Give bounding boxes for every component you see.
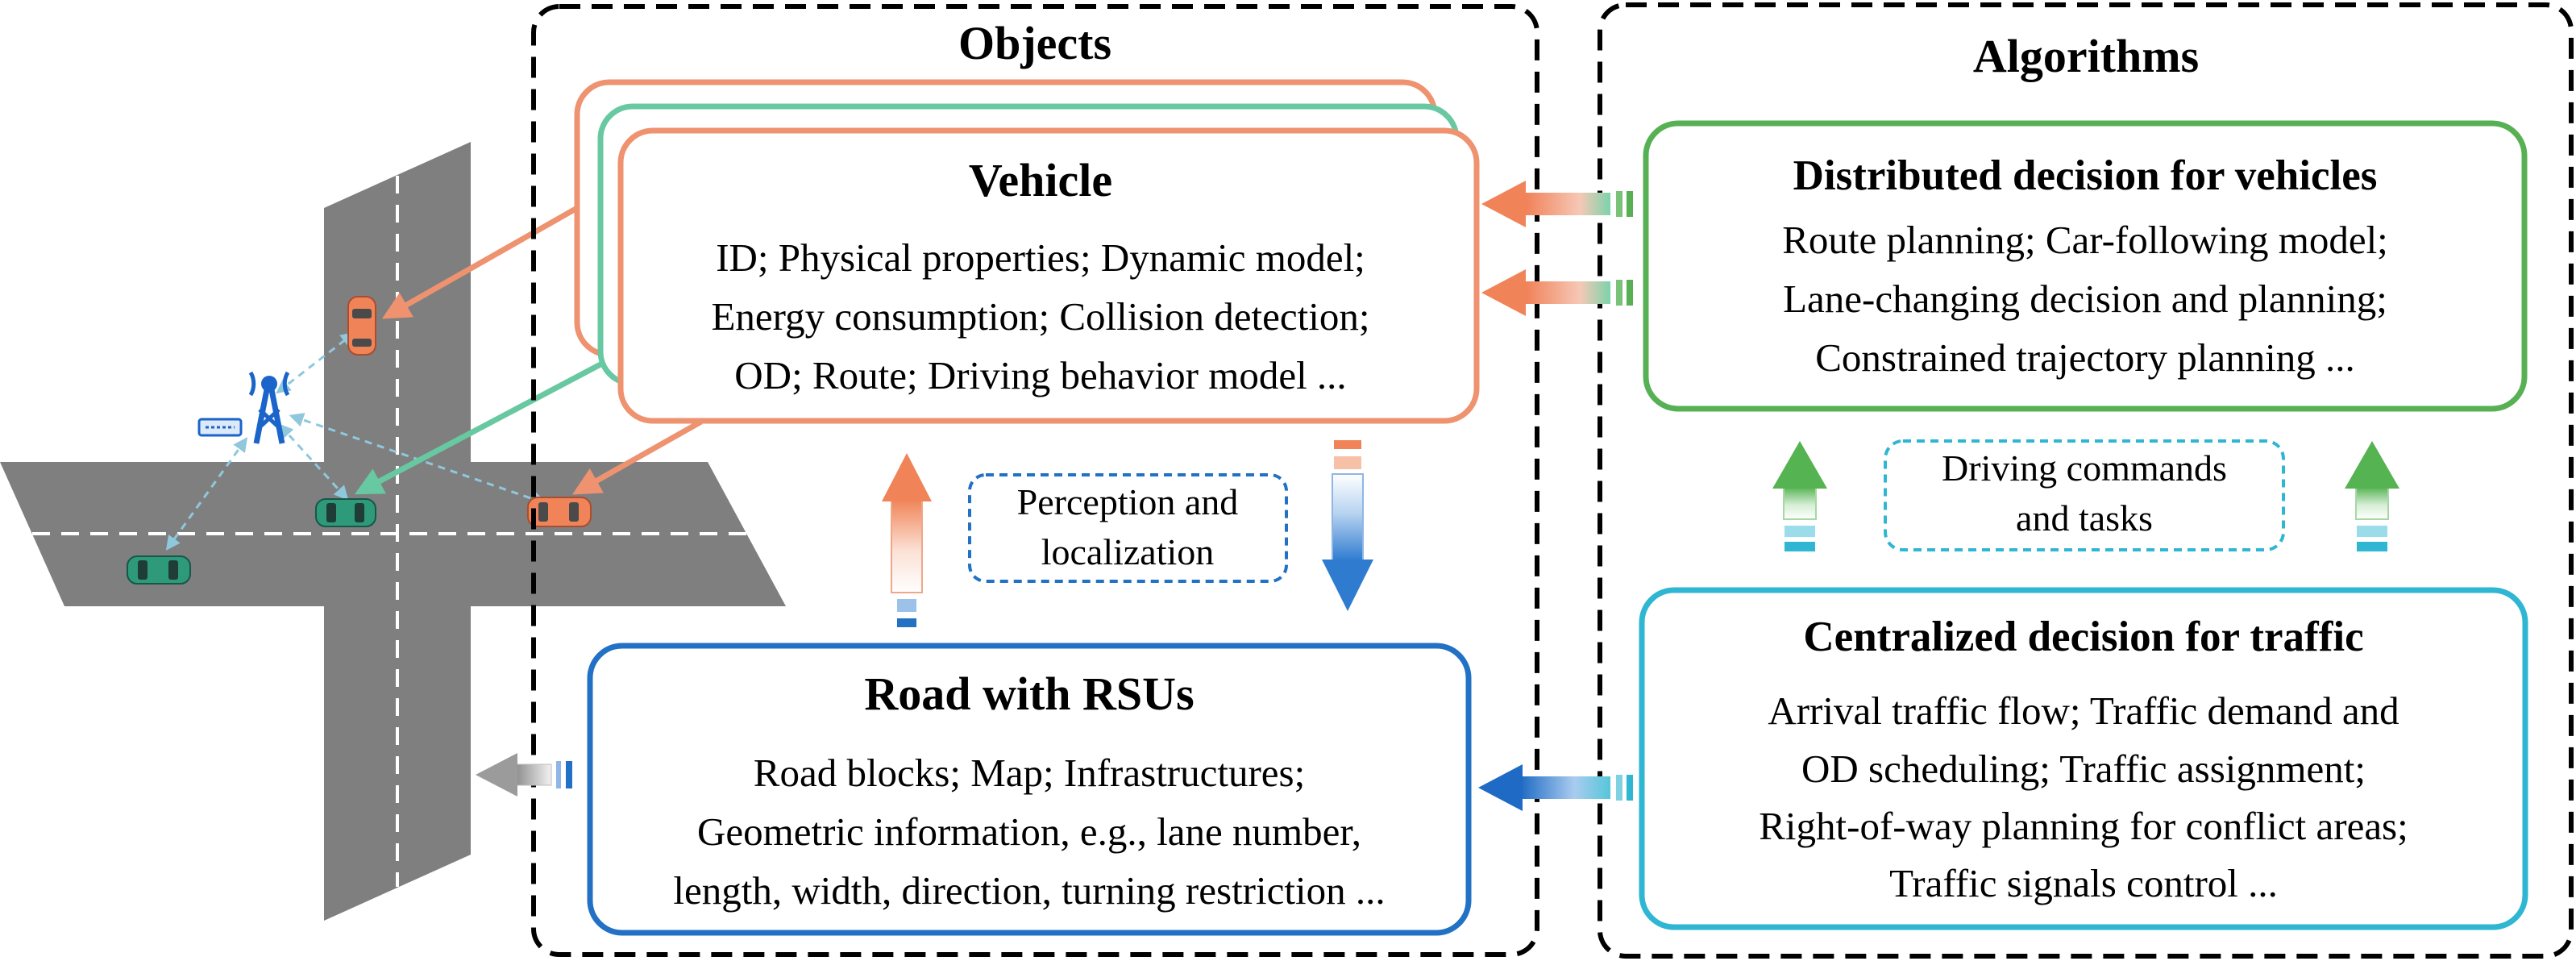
distributed-line-1: Route planning; Car-following model; [1782, 218, 2388, 262]
vehicle-connectors [354, 205, 703, 495]
connector-to-east-vehicle [571, 418, 703, 495]
centralized-line-2: OD scheduling; Traffic assignment; [1801, 747, 2366, 791]
distributed-to-vehicle-arrow-1 [1481, 181, 1633, 227]
centralized-card [1639, 587, 2528, 930]
objects-section [531, 4, 1539, 957]
rsu-device-icon [197, 418, 243, 437]
perception-down-arrow [1322, 440, 1373, 611]
centralized-line-3: Right-of-way planning for conflict areas… [1759, 804, 2408, 848]
road-to-map-arrow [476, 753, 572, 797]
centralized-line-1: Arrival traffic flow; Traffic demand and [1768, 689, 2399, 733]
vehicle-icon-orange-north [347, 296, 376, 356]
rsu-tower-icon [248, 371, 290, 444]
commands-label-line-2: and tasks [2016, 497, 2153, 539]
road-heading: Road with RSUs [864, 668, 1194, 720]
perception-label-line-2: localization [1041, 531, 1215, 572]
distributed-line-3: Constrained trajectory planning ... [1815, 335, 2355, 380]
vehicle-icon-green-west [127, 555, 191, 585]
road-line-3: length, width, direction, turning restri… [673, 868, 1385, 913]
objects-title: Objects [958, 17, 1111, 69]
algorithms-section [1598, 2, 2574, 959]
perception-label-box [968, 473, 1288, 583]
commands-up-arrow-right [2345, 441, 2399, 551]
centralized-to-road-arrow [1478, 764, 1633, 811]
distributed-line-2: Lane-changing decision and planning; [1783, 277, 2387, 321]
vehicle-heading: Vehicle [969, 154, 1112, 206]
vehicle-icon-orange-east [527, 497, 592, 527]
road-line-1: Road blocks; Map; Infrastructures; [754, 751, 1305, 795]
algorithms-title: Algorithms [1973, 30, 2199, 82]
connector-to-center-vehicle [354, 361, 602, 495]
road-illustration [0, 142, 786, 921]
distributed-card [1643, 120, 2528, 412]
connector-to-north-vehicle [381, 205, 579, 319]
centralized-heading: Centralized decision for traffic [1803, 614, 2363, 660]
centralized-line-4: Traffic signals control ... [1889, 861, 2278, 905]
perception-label-line-1: Perception and [1017, 481, 1239, 522]
vehicle-line-1: ID; Physical properties; Dynamic model; [716, 235, 1365, 280]
vehicle-icon-green-center [315, 498, 376, 527]
perception-up-arrow [882, 453, 932, 627]
distributed-to-vehicle-arrow-2 [1481, 269, 1633, 316]
vehicle-line-2: Energy consumption; Collision detection; [711, 294, 1369, 339]
commands-label-box [1884, 439, 2285, 551]
vehicle-card [617, 127, 1480, 424]
commands-up-arrow-left [1772, 441, 1827, 551]
commands-label-line-1: Driving commands [1942, 447, 2227, 489]
vehicle-line-3: OD; Route; Driving behavior model ... [734, 353, 1346, 397]
distributed-heading: Distributed decision for vehicles [1793, 152, 2378, 199]
road-card [587, 643, 1472, 936]
road-line-2: Geometric information, e.g., lane number… [697, 809, 1361, 854]
